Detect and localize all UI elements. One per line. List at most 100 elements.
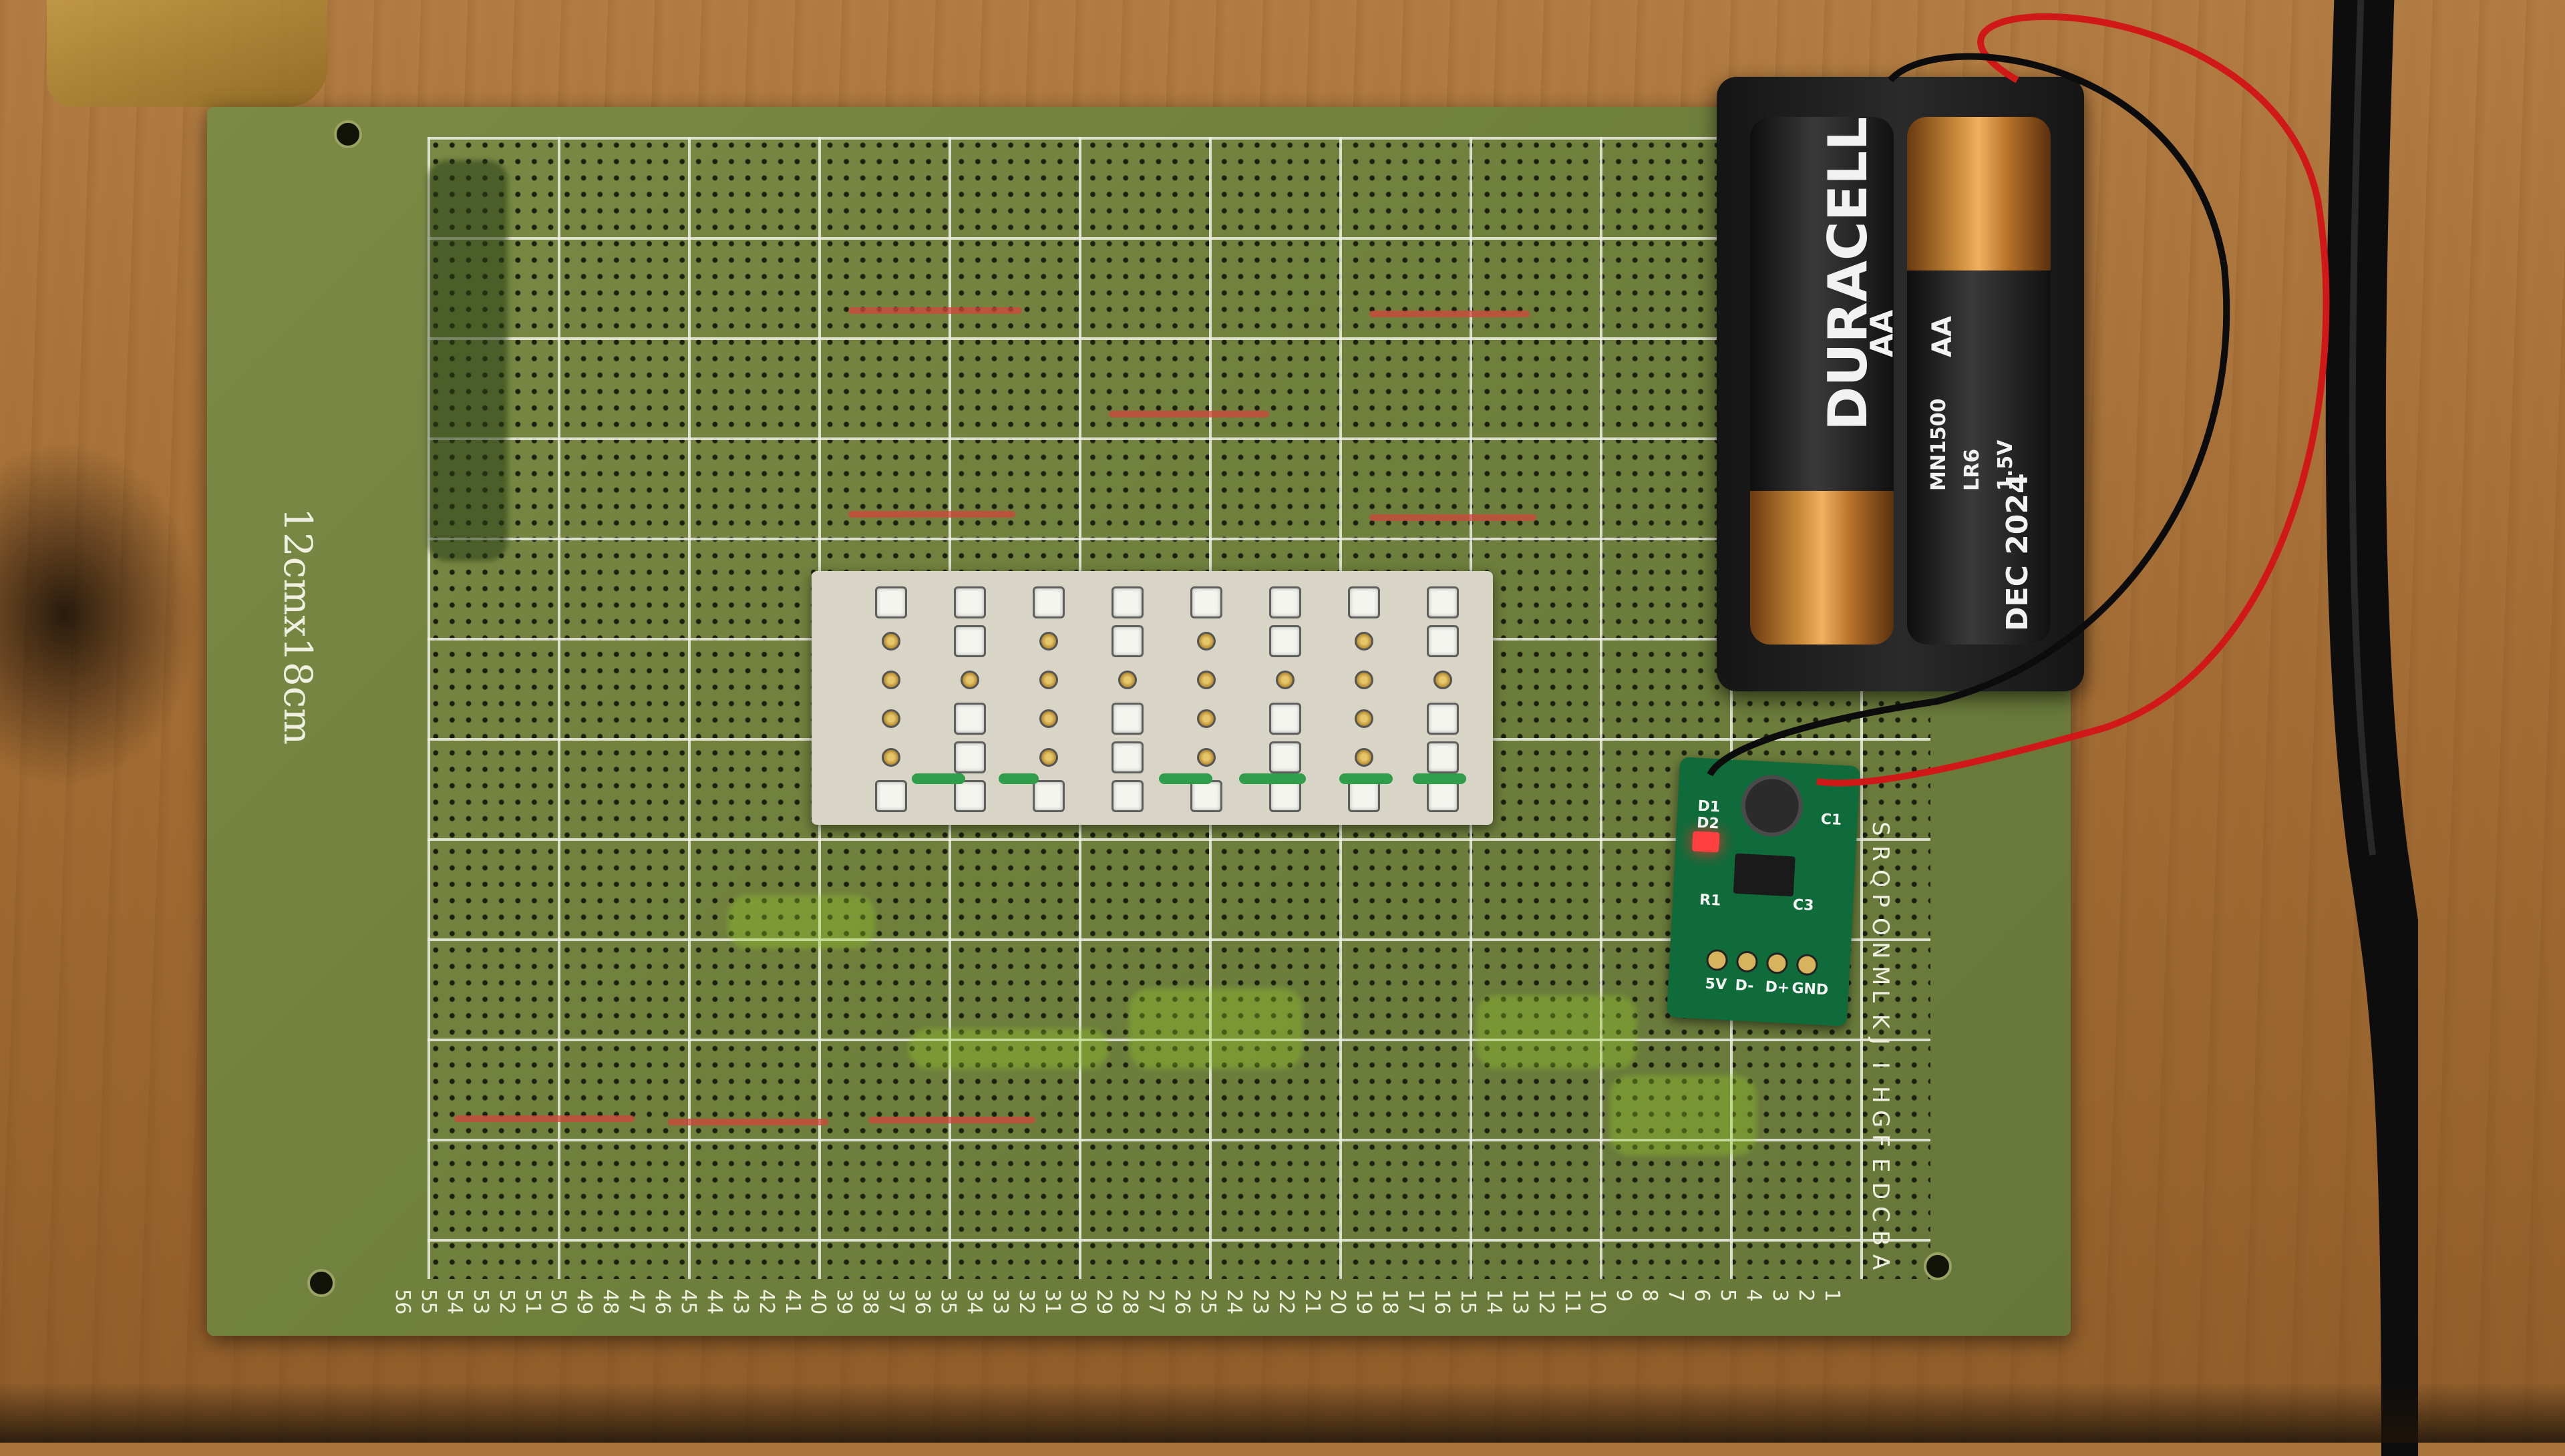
battery-right-chem: LR6 bbox=[1960, 448, 1984, 491]
row-letter: P bbox=[1867, 894, 1894, 908]
led-icon bbox=[1427, 625, 1459, 657]
solder-pad bbox=[1039, 632, 1058, 651]
column-number: 56 bbox=[391, 1289, 414, 1315]
led-cell bbox=[1009, 699, 1088, 738]
mount-hole-br bbox=[1924, 1252, 1952, 1280]
column-number: 36 bbox=[910, 1289, 934, 1315]
column-number: 8 bbox=[1638, 1289, 1662, 1302]
green-marker-2 bbox=[908, 1029, 1109, 1069]
row-letter: A bbox=[1867, 1254, 1894, 1270]
column-number: 2 bbox=[1793, 1289, 1818, 1302]
column-number: 18 bbox=[1378, 1289, 1402, 1315]
led-icon bbox=[1348, 780, 1380, 812]
solder-pad bbox=[1039, 748, 1058, 767]
column-number: 17 bbox=[1404, 1289, 1428, 1315]
row-letter: S bbox=[1867, 822, 1894, 836]
column-number: 12 bbox=[1534, 1289, 1558, 1315]
green-marker-5 bbox=[1610, 1075, 1757, 1155]
label-c1: C1 bbox=[1820, 811, 1842, 829]
row-letter: C bbox=[1867, 1206, 1894, 1222]
led-cell bbox=[1325, 661, 1403, 699]
pad-gnd bbox=[1796, 953, 1819, 976]
power-led bbox=[1692, 831, 1720, 853]
solder-pad bbox=[1118, 671, 1137, 689]
jumper-wire-1 bbox=[912, 773, 965, 784]
row-letter: R bbox=[1867, 846, 1894, 862]
column-number: 49 bbox=[572, 1289, 596, 1315]
led-icon bbox=[954, 703, 986, 735]
row-letter: E bbox=[1867, 1158, 1894, 1173]
green-marker-4 bbox=[1476, 995, 1637, 1069]
led-cell bbox=[1009, 661, 1088, 699]
led-icon bbox=[1112, 625, 1144, 657]
row-letter: F bbox=[1867, 1134, 1894, 1147]
solder-pad bbox=[1355, 748, 1373, 767]
label-dminus: D- bbox=[1734, 976, 1755, 995]
battery-left: DURACELL AA bbox=[1750, 117, 1894, 645]
led-icon bbox=[1112, 703, 1144, 735]
led-cell bbox=[852, 699, 930, 738]
led-icon bbox=[1033, 780, 1065, 812]
led-cell bbox=[1325, 738, 1403, 777]
jumper-wire-5 bbox=[1339, 773, 1393, 784]
column-number: 11 bbox=[1560, 1289, 1584, 1315]
inductor bbox=[1739, 773, 1805, 838]
led-cell bbox=[1403, 738, 1482, 777]
column-number: 33 bbox=[988, 1289, 1012, 1315]
led-cell bbox=[852, 777, 930, 815]
led-cell bbox=[1246, 583, 1325, 622]
column-number: 27 bbox=[1144, 1289, 1168, 1315]
pad-dplus bbox=[1765, 952, 1789, 975]
led-cell bbox=[1325, 622, 1403, 661]
battery-right-size: AA bbox=[1927, 316, 1958, 357]
led-cell bbox=[930, 661, 1009, 699]
desk-edge-shadow bbox=[0, 1383, 2565, 1443]
hand-shadow bbox=[0, 441, 200, 788]
solder-pad bbox=[1433, 671, 1452, 689]
row-letter: O bbox=[1867, 918, 1894, 936]
led-icon bbox=[1269, 741, 1301, 773]
label-c3: C3 bbox=[1792, 896, 1815, 914]
red-trace-4 bbox=[848, 511, 1015, 518]
column-number: 52 bbox=[494, 1289, 518, 1315]
led-icon bbox=[1112, 586, 1144, 618]
led-icon bbox=[954, 741, 986, 773]
solder-pad bbox=[882, 671, 900, 689]
led-icon bbox=[1427, 741, 1459, 773]
column-number: 31 bbox=[1040, 1289, 1064, 1315]
column-number: 22 bbox=[1274, 1289, 1298, 1315]
column-number: 9 bbox=[1612, 1289, 1636, 1302]
led-cell bbox=[1403, 661, 1482, 699]
led-cell bbox=[852, 622, 930, 661]
red-trace-7 bbox=[668, 1119, 828, 1125]
led-cell bbox=[1009, 738, 1088, 777]
row-letter: G bbox=[1867, 1110, 1894, 1128]
solder-pad bbox=[961, 671, 979, 689]
column-number: 54 bbox=[442, 1289, 466, 1315]
led-cell bbox=[1246, 699, 1325, 738]
alligator-clip-top bbox=[47, 0, 327, 107]
led-cell bbox=[1246, 622, 1325, 661]
column-number: 50 bbox=[546, 1289, 570, 1315]
led-cell bbox=[1403, 583, 1482, 622]
led-cell bbox=[1088, 622, 1167, 661]
column-number: 23 bbox=[1248, 1289, 1272, 1315]
row-letter: L bbox=[1867, 990, 1894, 1003]
battery-right-date: DEC 2024 bbox=[2001, 473, 2035, 631]
led-grid bbox=[852, 583, 1482, 815]
jumper-wire-3 bbox=[1159, 773, 1212, 784]
led-icon bbox=[1190, 586, 1222, 618]
led-cell bbox=[1246, 661, 1325, 699]
led-icon bbox=[954, 625, 986, 657]
led-cell bbox=[930, 738, 1009, 777]
battery-left-size: AA bbox=[1864, 309, 1894, 357]
column-number: 48 bbox=[598, 1289, 623, 1315]
led-icon bbox=[954, 780, 986, 812]
row-letter: H bbox=[1867, 1086, 1894, 1103]
solder-pad bbox=[1197, 709, 1216, 728]
column-number: 37 bbox=[884, 1289, 908, 1315]
column-number: 30 bbox=[1066, 1289, 1090, 1315]
green-marker-1 bbox=[728, 895, 875, 948]
